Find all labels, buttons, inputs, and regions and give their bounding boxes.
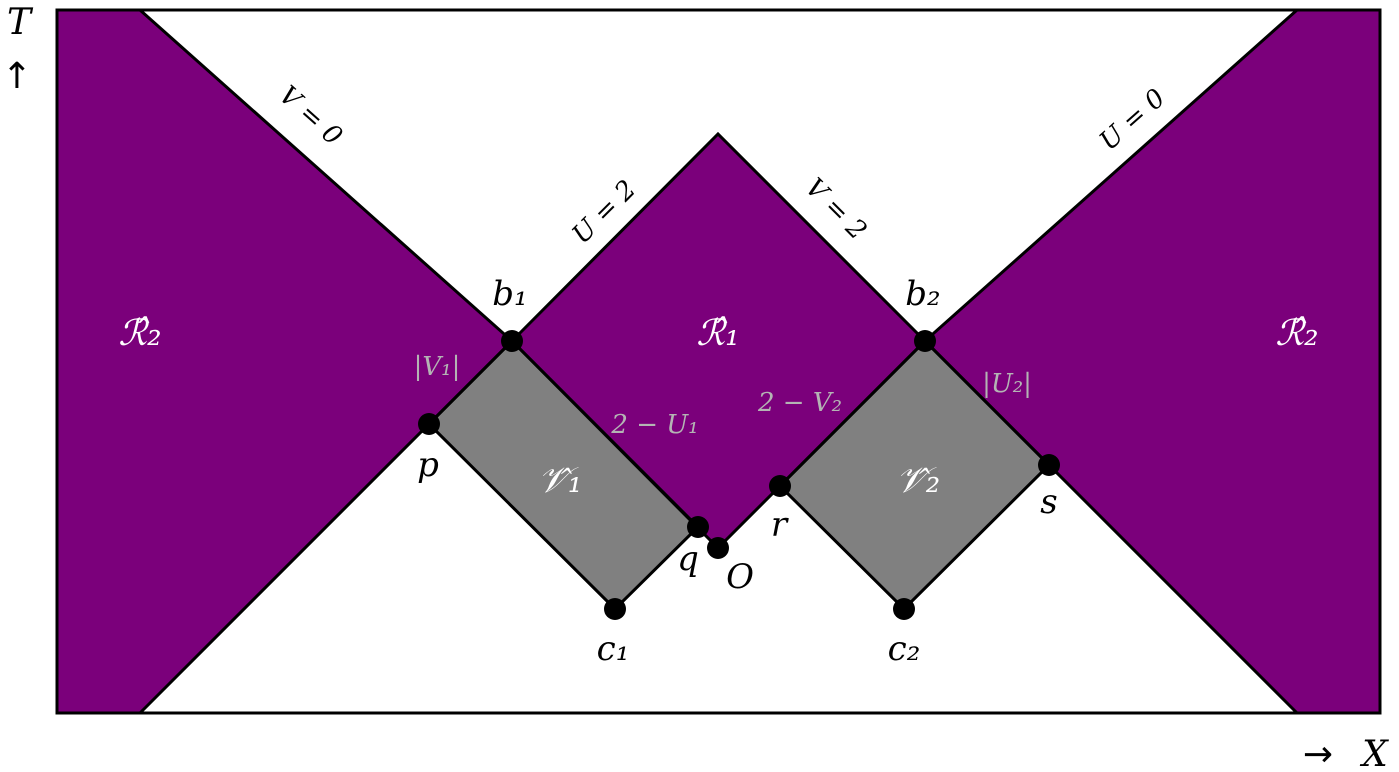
axis-t-label: T	[7, 2, 34, 43]
label-abs-u2: |U₂|	[982, 369, 1032, 399]
point-p	[418, 413, 440, 435]
label-two-minus-v2: 2 − V₂	[757, 388, 842, 418]
label-b2: b₂	[905, 274, 940, 314]
point-b1	[501, 330, 523, 352]
label-q: q	[677, 539, 699, 579]
label-b1: b₁	[492, 274, 527, 314]
label-r2-left: ℛ̂₂	[118, 313, 161, 354]
label-two-minus-u1: 2 − U₁	[610, 410, 698, 440]
point-q	[687, 516, 709, 538]
region-r2-right	[925, 10, 1380, 713]
label-v2: 𝒱̂₂	[896, 460, 940, 501]
label-r1: ℛ̂₁	[696, 313, 739, 354]
point-o	[707, 537, 729, 559]
label-c1: c₁	[597, 629, 630, 669]
point-b2	[914, 330, 936, 352]
axis-t-arrow: ↑	[2, 56, 32, 97]
frame	[55, 8, 1382, 715]
label-o: O	[726, 557, 754, 597]
region-r2-left	[57, 10, 512, 713]
label-c2: c₂	[888, 629, 921, 669]
point-s	[1038, 454, 1060, 476]
axis-x-label: X	[1359, 734, 1389, 772]
label-r: r	[771, 505, 789, 545]
label-r2-right: ℛ̂₂	[1275, 313, 1318, 354]
label-abs-v1: |V₁|	[414, 352, 461, 382]
boundary-right	[138, 8, 1298, 715]
label-p: p	[417, 445, 439, 485]
point-c2	[893, 598, 915, 620]
label-s: s	[1040, 482, 1057, 522]
axis-x-arrow: →	[1303, 734, 1333, 772]
label-v1: 𝒱̂₁	[538, 460, 582, 501]
point-c1	[604, 598, 626, 620]
point-r	[769, 475, 791, 497]
